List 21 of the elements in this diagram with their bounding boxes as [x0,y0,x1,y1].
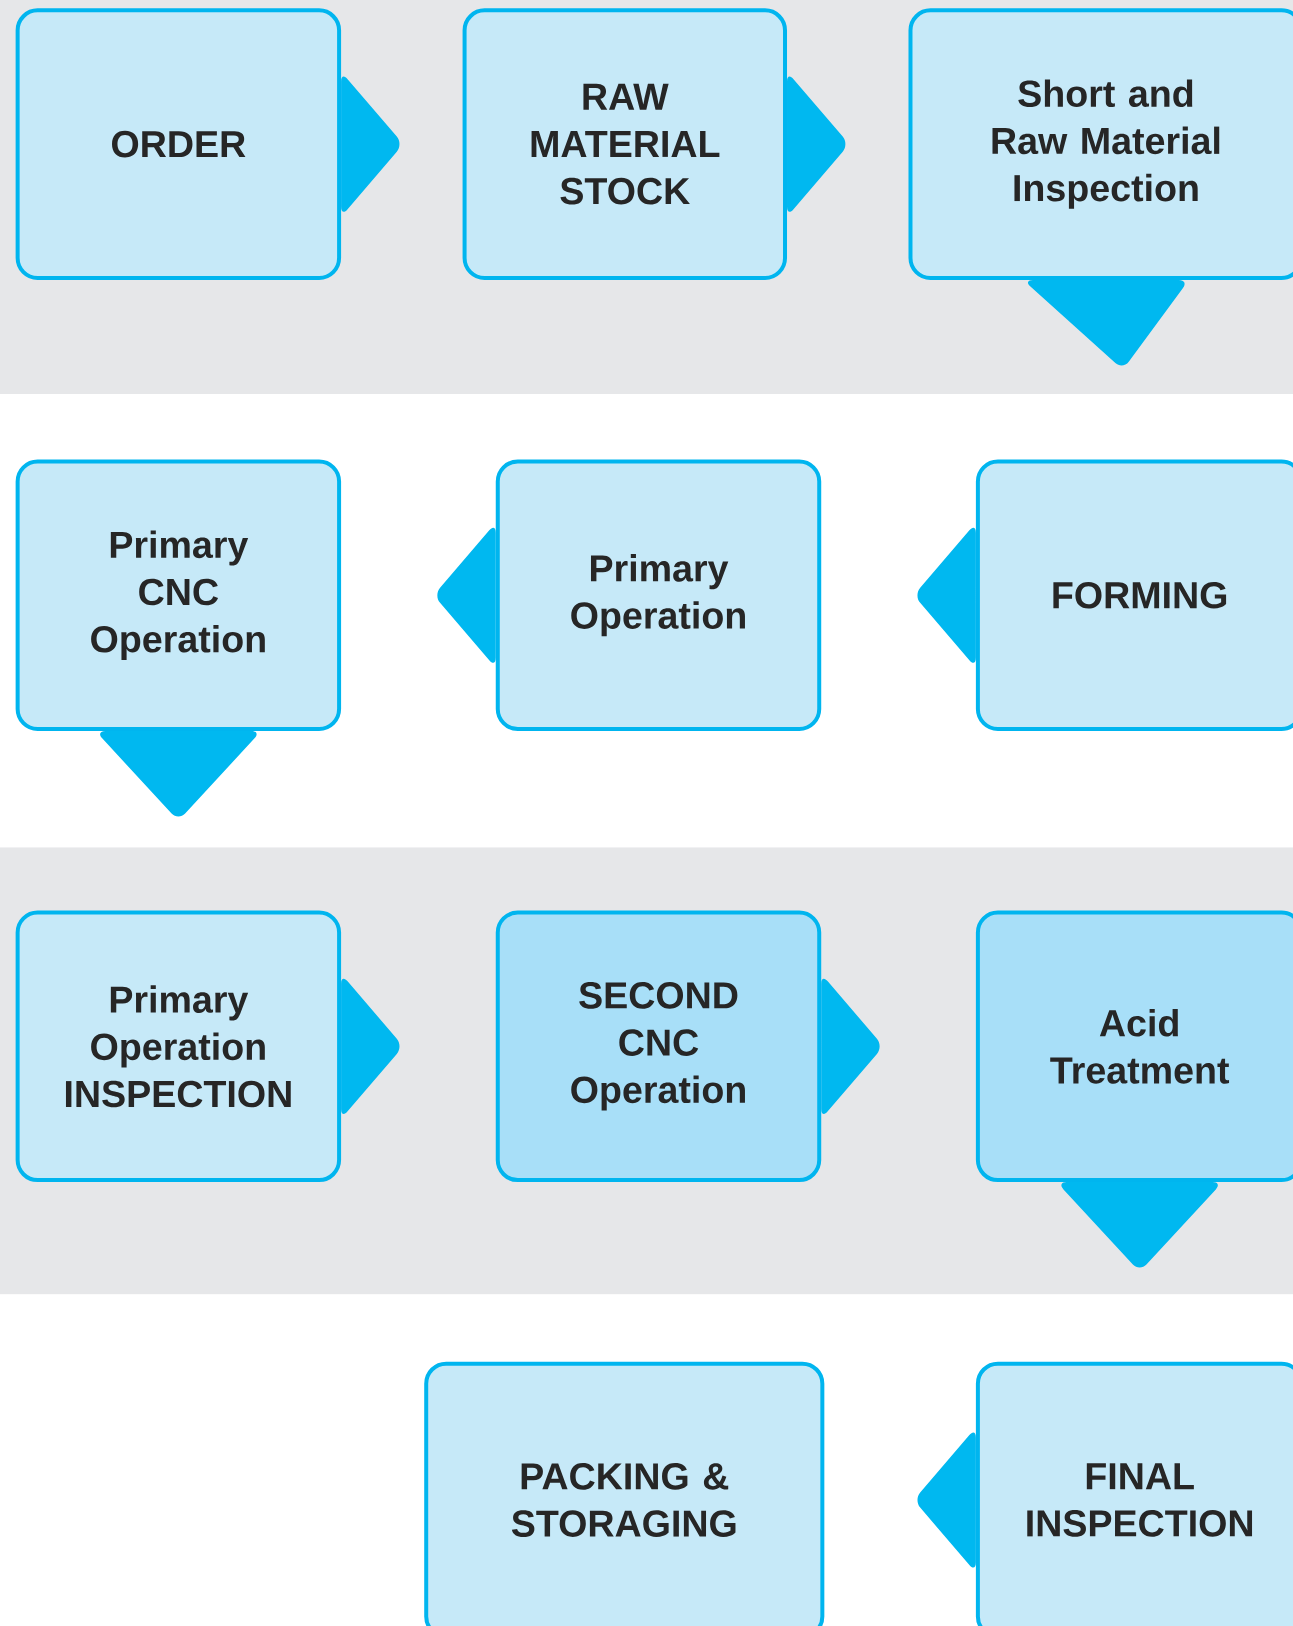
arrow [100,731,257,817]
process-box: FINAL INSPECTION [975,1361,1293,1626]
arrow [917,1432,976,1568]
arrow [917,527,976,663]
process-box: PACKING & STORAGING [424,1361,825,1626]
process-box: SECOND CNC Operation [495,910,822,1183]
process-box: Short and Raw Material Inspection [908,8,1293,280]
arrow [786,76,846,212]
process-box: Primary Operation [495,459,822,731]
process-box: FORMING [975,459,1293,731]
process-box: RAW MATERIAL STOCK [462,8,787,280]
arrow [341,76,400,212]
arrow [1061,1182,1218,1268]
process-box: Primary Operation INSPECTION [15,910,342,1183]
arrow [1027,279,1185,366]
arrow [821,978,880,1114]
arrow [341,978,400,1114]
process-box: Primary CNC Operation [15,459,342,731]
process-box: ORDER [15,8,342,280]
arrow [437,527,496,663]
process-box: Acid Treatment [975,910,1293,1183]
